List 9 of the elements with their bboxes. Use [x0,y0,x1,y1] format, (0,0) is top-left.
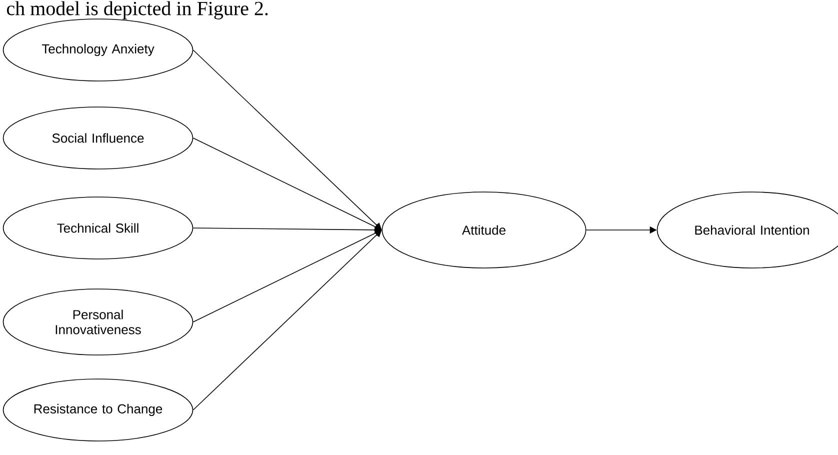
ellipse-node: Attitude [382,192,586,268]
ellipse-node: Technology Anxiety [2,18,194,82]
ellipse-node: Resistance to Change [2,378,194,442]
ellipse-node: Personal Innovativeness [2,288,194,356]
arrow [192,50,382,230]
caption-text: ch model is depicted in Figure 2. [6,1,268,20]
ellipse-node: Technical Skill [2,196,194,260]
ellipse-node: Social Influence [2,106,194,170]
arrow [192,230,382,410]
